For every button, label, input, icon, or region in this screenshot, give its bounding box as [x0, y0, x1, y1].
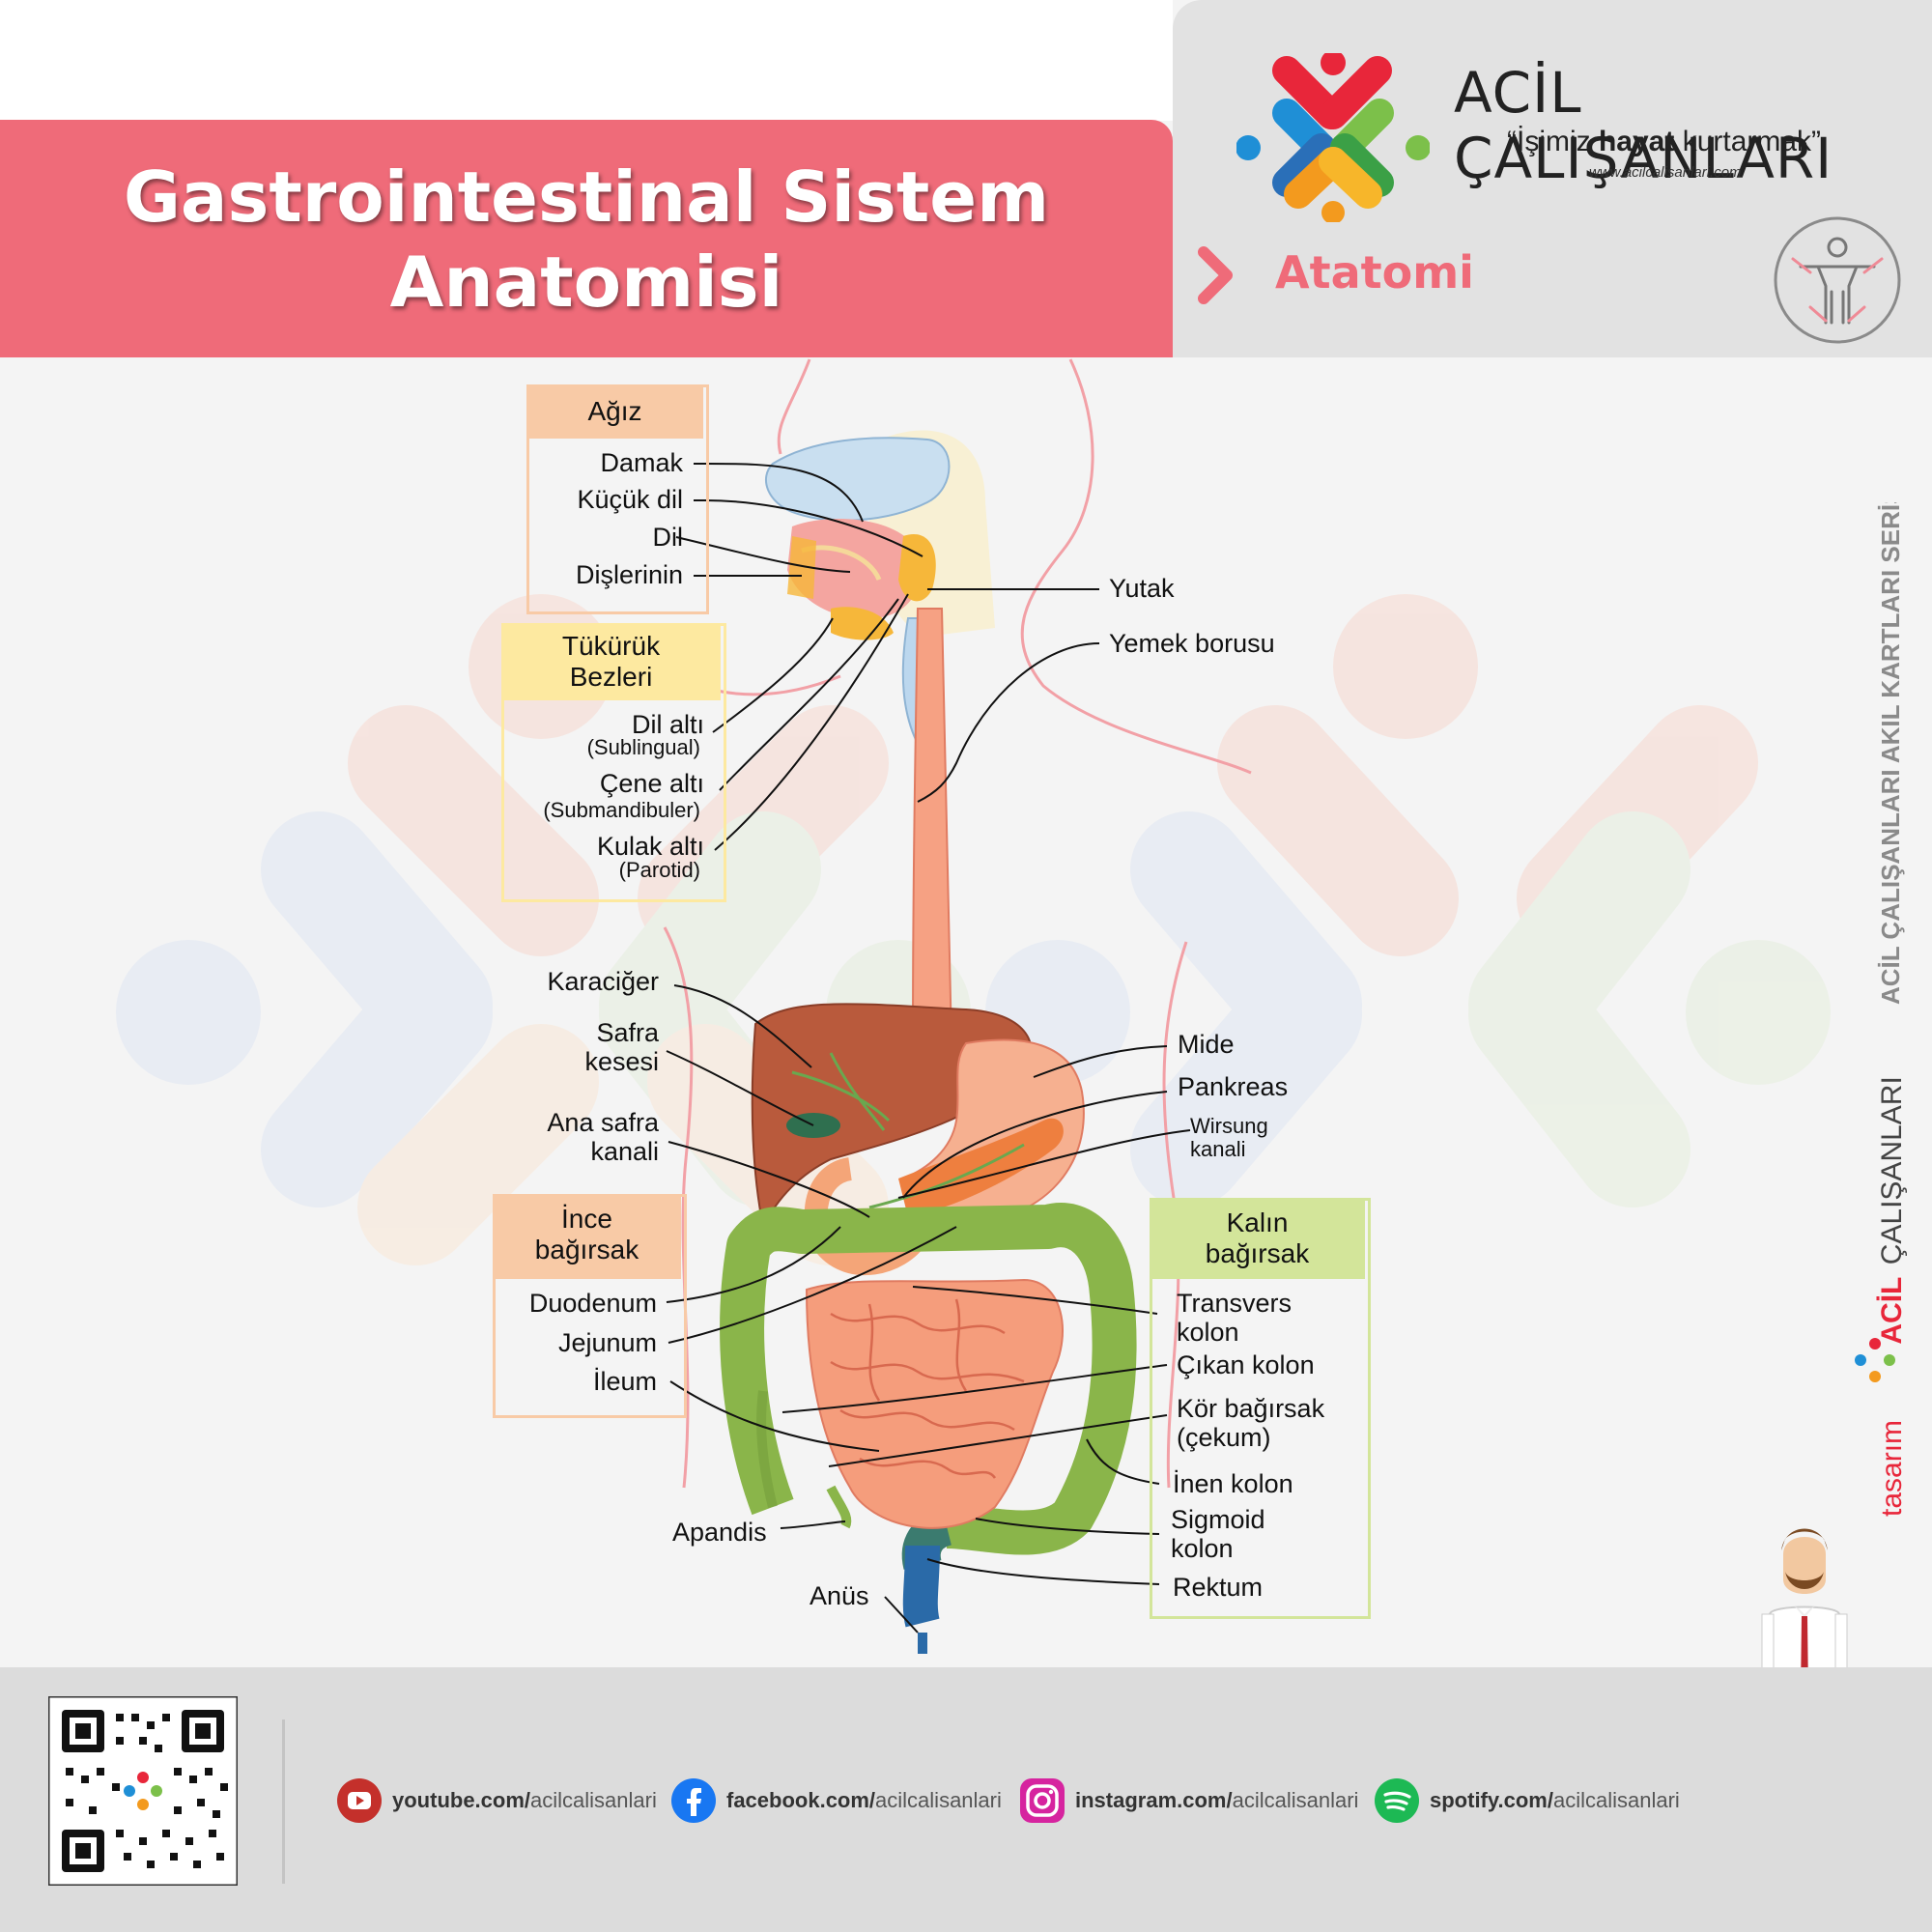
- label-submandibular-latin: (Submandibuler): [543, 798, 700, 822]
- brand-name: ACİL ÇALIŞANLARI: [1454, 60, 1833, 191]
- label-descending-colon: İnen kolon: [1173, 1469, 1293, 1498]
- large-intestine: [720, 1203, 1137, 1555]
- label-teeth: Dişlerinin: [575, 560, 683, 589]
- small-intestine-loops: [830, 1298, 1025, 1479]
- label-esophagus: Yemek borusu: [1109, 629, 1275, 658]
- instagram-icon: [1020, 1778, 1065, 1823]
- side-design-credit: tasarım ACİL ÇALIŞANLARI: [1876, 1076, 1908, 1517]
- title-band: [0, 120, 1173, 357]
- label-rectum: Rektum: [1173, 1573, 1264, 1602]
- anatomy-body-icon: [1774, 216, 1901, 344]
- label-pharynx: Yutak: [1109, 574, 1175, 603]
- small-intestine-group-title: İnce bağırsak: [493, 1194, 681, 1279]
- label-pancreas: Pankreas: [1178, 1072, 1289, 1101]
- label-jejunum: Jejunum: [557, 1328, 657, 1357]
- label-tongue: Dil: [652, 523, 684, 552]
- label-appendix: Apandis: [672, 1518, 767, 1547]
- social-link-youtube[interactable]: youtube.com/acilcalisanlari: [336, 1777, 657, 1824]
- brand-logo: [1236, 53, 1430, 222]
- label-parotid-latin: (Parotid): [618, 858, 700, 882]
- wirsung-duct: [868, 1143, 1025, 1209]
- qr-code[interactable]: [48, 1696, 238, 1886]
- social-link-facebook[interactable]: facebook.com/acilcalisanlari: [670, 1777, 1002, 1824]
- title-line-1: Gastrointestinal Sistem: [123, 156, 1050, 238]
- leader-lines: [666, 463, 1191, 1634]
- submandibular-gland: [831, 607, 894, 640]
- title-line-2: Anatomisi: [389, 242, 783, 323]
- small-intestine: [805, 1278, 1064, 1529]
- mouth-group-title: Ağız: [526, 384, 703, 439]
- label-liver: Karaciğer: [547, 967, 659, 996]
- sublingual-gland: [787, 536, 816, 599]
- footer-bar: [0, 1667, 1932, 1932]
- label-anus: Anüs: [810, 1581, 869, 1610]
- footer-divider: [282, 1719, 285, 1884]
- social-link-instagram[interactable]: instagram.com/acilcalisanlari: [1019, 1777, 1358, 1824]
- brand-url: www.acilcalisanlari.com: [1589, 164, 1742, 181]
- ascending-colon-detail: [756, 1390, 778, 1509]
- large-intestine-group-title: Kalın bağırsak: [1150, 1198, 1365, 1279]
- label-sublingual: Dil altı: [631, 710, 704, 739]
- label-ileum: İleum: [592, 1367, 657, 1396]
- label-stomach: Mide: [1178, 1030, 1235, 1059]
- side-mini-logo: [1855, 1338, 1895, 1382]
- side-series-text: ACİL ÇALIŞANLARI AKIL KARTLARI SERİSİ: [1876, 502, 1905, 1005]
- spotify-icon: [1375, 1778, 1419, 1823]
- label-sublingual-latin: (Sublingual): [586, 735, 700, 759]
- appendix: [826, 1485, 852, 1529]
- brand-slogan: “İşimiz hayat kurtarmak”: [1507, 126, 1822, 157]
- watermark-logo-right: [985, 594, 1831, 1208]
- label-parotid: Kulak altı: [596, 832, 704, 861]
- facebook-icon: [671, 1778, 716, 1823]
- label-cecum: Kör bağırsak(çekum): [1177, 1394, 1325, 1452]
- svg-text:tasarım ACİL ÇALIŞ: tasarım ACİL ÇALIŞANLARI: [1876, 1076, 1908, 1517]
- label-palate: Damak: [600, 448, 683, 477]
- page-title: Gastrointestinal Sistem Anatomisi: [39, 155, 1134, 325]
- chevron-right-icon: [1198, 246, 1233, 304]
- label-uvula: Küçük dil: [577, 485, 683, 514]
- bile-ducts: [791, 1052, 891, 1131]
- rectum: [902, 1545, 940, 1628]
- label-submandibular: Çene altı: [599, 769, 704, 798]
- category-label: Atatomi: [1275, 246, 1474, 298]
- youtube-icon: [337, 1778, 382, 1823]
- label-ascending-colon: Çıkan kolon: [1177, 1350, 1315, 1379]
- tongue: [787, 519, 921, 619]
- social-link-spotify[interactable]: spotify.com/acilcalisanlari: [1374, 1777, 1680, 1824]
- parotid-gland: [898, 534, 936, 602]
- digestive-system-diagram: [116, 358, 1831, 1654]
- label-duodenum: Duodenum: [528, 1289, 657, 1318]
- top-margin: [0, 0, 1173, 121]
- esophagus: [911, 608, 953, 1044]
- salivary-group-title: Tükürük Bezleri: [501, 623, 721, 700]
- svg-text:ACİL ÇALIŞANLARI AKIL KARTLARI: ACİL ÇALIŞANLARI AKIL KARTLARI SERİSİ: [1876, 502, 1905, 1005]
